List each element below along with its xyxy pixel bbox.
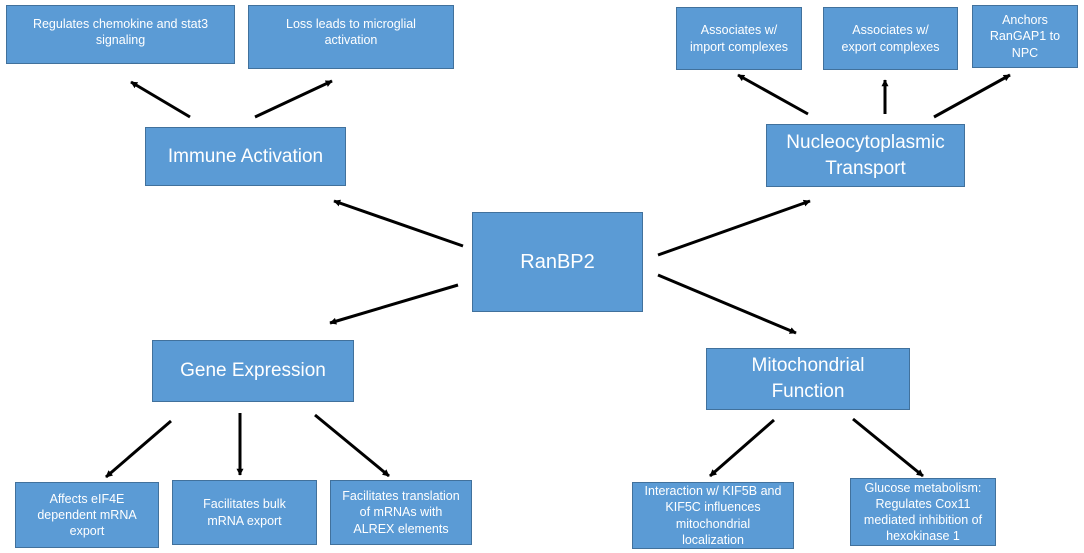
node-glucose-metabolism: Glucose metabolism: Regulates Cox11 medi… bbox=[850, 478, 996, 546]
arrow-center-to-transport bbox=[657, 199, 811, 257]
node-microglial-activation-label: Loss leads to microglial activation bbox=[286, 17, 416, 48]
node-alrex-translation-label: Facilitates translation of mRNAs with AL… bbox=[342, 489, 460, 536]
node-anchors-rangap1-label: Anchors RanGAP1 to NPC bbox=[989, 13, 1061, 60]
node-gene-expression: Gene Expression bbox=[152, 340, 354, 402]
node-immune-activation: Immune Activation bbox=[145, 127, 346, 186]
node-regulates-chemokine: Regulates chemokine and stat3 signaling bbox=[6, 5, 235, 64]
node-mitochondrial-function: Mitochondrial Function bbox=[706, 348, 910, 410]
node-kif5-localization: Interaction w/ KIF5B and KIF5C influence… bbox=[632, 482, 794, 549]
arrow-center-to-mito bbox=[657, 273, 797, 335]
node-kif5-localization-label: Interaction w/ KIF5B and KIF5C influence… bbox=[644, 484, 782, 547]
node-mitochondrial-function-label: Mitochondrial Function bbox=[751, 355, 865, 402]
node-bulk-mrna-export: Facilitates bulk mRNA export bbox=[172, 480, 317, 545]
node-alrex-translation: Facilitates translation of mRNAs with AL… bbox=[330, 480, 472, 545]
arrow-center-to-gene bbox=[329, 283, 459, 325]
node-nucleocytoplasmic-transport-label: Nucleocytoplasmic Transport bbox=[786, 131, 945, 179]
arrow-transport-to-import bbox=[737, 73, 809, 116]
arrow-transport-to-anchors bbox=[933, 73, 1011, 119]
node-export-complexes: Associates w/ export complexes bbox=[823, 7, 958, 70]
arrow-immune-to-microglial bbox=[254, 79, 333, 119]
node-bulk-mrna-export-label: Facilitates bulk mRNA export bbox=[203, 497, 286, 528]
node-import-complexes-label: Associates w/ import complexes bbox=[690, 23, 788, 54]
node-ranbp2: RanBP2 bbox=[472, 212, 643, 312]
arrow-mito-to-glucose bbox=[852, 417, 924, 478]
node-regulates-chemokine-label: Regulates chemokine and stat3 signaling bbox=[32, 17, 209, 48]
arrow-immune-to-chemokine bbox=[130, 80, 191, 119]
node-eif4e-mrna-export: Affects eIF4E dependent mRNA export bbox=[15, 482, 159, 548]
node-export-complexes-label: Associates w/ export complexes bbox=[841, 23, 940, 54]
node-gene-expression-label: Gene Expression bbox=[180, 360, 326, 382]
arrow-gene-to-alrex bbox=[314, 413, 390, 478]
arrow-gene-to-eif4e bbox=[105, 419, 172, 479]
node-eif4e-mrna-export-label: Affects eIF4E dependent mRNA export bbox=[37, 491, 137, 539]
arrow-mito-to-kif5 bbox=[709, 418, 775, 478]
node-immune-activation-label: Immune Activation bbox=[167, 145, 324, 167]
node-microglial-activation: Loss leads to microglial activation bbox=[248, 5, 454, 69]
node-anchors-rangap1: Anchors RanGAP1 to NPC bbox=[972, 5, 1078, 68]
node-glucose-metabolism-label: Glucose metabolism: Regulates Cox11 medi… bbox=[863, 480, 983, 544]
arrow-center-to-immune bbox=[333, 199, 464, 248]
node-import-complexes: Associates w/ import complexes bbox=[676, 7, 802, 70]
node-nucleocytoplasmic-transport: Nucleocytoplasmic Transport bbox=[766, 124, 965, 187]
node-ranbp2-label: RanBP2 bbox=[520, 251, 595, 273]
